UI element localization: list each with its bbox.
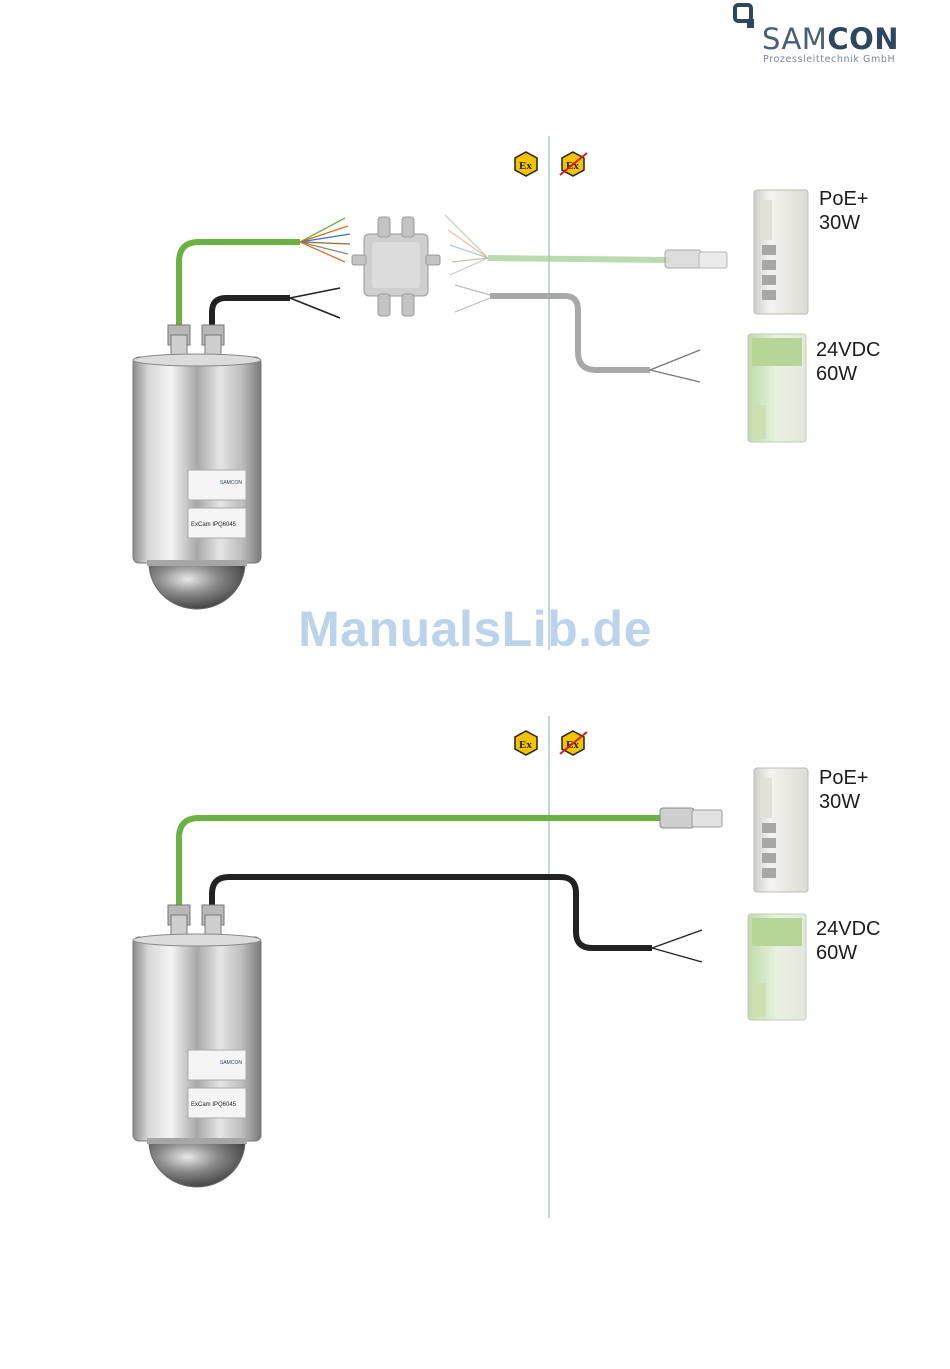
poe-label: PoE+ 30W <box>819 766 868 814</box>
power-label-line2: 60W <box>816 941 880 965</box>
power-supply <box>748 334 806 442</box>
power-label: 24VDC 60W <box>816 917 880 965</box>
poe-label: PoE+ 30W <box>819 187 868 235</box>
network-wire-ends <box>300 218 350 262</box>
black-power-cable <box>212 877 652 948</box>
power-label-line1: 24VDC <box>816 338 880 362</box>
power-supply <box>748 914 806 1020</box>
non-ex-zone-icon: Ex <box>560 152 587 176</box>
ex-zone-icon: Ex <box>515 731 537 755</box>
svg-text:Ex: Ex <box>519 160 532 172</box>
green-network-cable <box>179 242 300 335</box>
camera-brand: SAMCON <box>220 480 242 486</box>
poe-label-line1: PoE+ <box>819 766 868 790</box>
poe-switch <box>754 190 808 314</box>
power-label-line1: 24VDC <box>816 917 880 941</box>
ex-camera: ExCam IPQ6045 SAMCON <box>133 325 261 609</box>
poe-label-line1: PoE+ <box>819 187 868 211</box>
poe-label-line2: 30W <box>819 211 868 235</box>
rj45-plug <box>660 808 722 828</box>
diagram-direct: Ex Ex <box>133 716 808 1218</box>
ex-zone-icon: Ex <box>515 152 537 176</box>
camera-brand: SAMCON <box>220 1060 242 1066</box>
green-network-cable <box>179 818 668 915</box>
svg-text:Ex: Ex <box>519 739 532 751</box>
camera-label: ExCam IPQ6045 <box>191 522 237 528</box>
power-label: 24VDC 60W <box>816 338 880 386</box>
non-ex-zone-icon: Ex <box>560 731 587 755</box>
poe-label-line2: 30W <box>819 790 868 814</box>
faded-network-cable <box>488 258 670 260</box>
camera-label: ExCam IPQ6045 <box>191 1102 237 1108</box>
rj45-plug <box>665 250 727 268</box>
ex-camera: ExCam IPQ6045 SAMCON <box>133 905 261 1187</box>
diagram-junction-box: Ex Ex <box>133 136 808 650</box>
faded-wire-ends <box>445 215 490 312</box>
faded-power-cable <box>490 296 650 370</box>
junction-box <box>352 217 440 316</box>
power-label-line2: 60W <box>816 362 880 386</box>
watermark: ManualsLib.de <box>0 600 950 658</box>
poe-switch <box>754 768 808 892</box>
